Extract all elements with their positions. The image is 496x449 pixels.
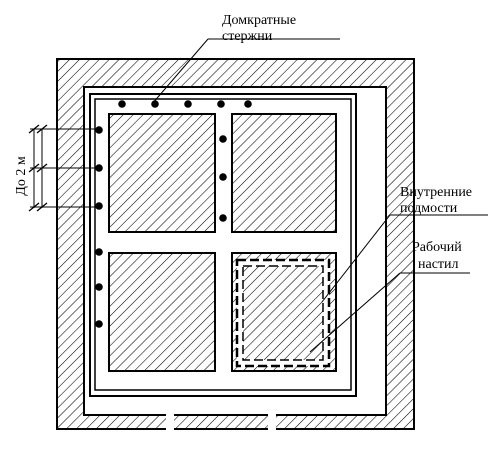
internal-scaffold-label-line2: подмости [400, 201, 458, 216]
jack-rod [118, 100, 126, 108]
cell-top-right [231, 113, 337, 233]
jack-rod [95, 248, 103, 256]
jack-rod [184, 100, 192, 108]
spacing-dimension: До 2 м [14, 124, 98, 212]
internal-scaffold-callout: Внутренние подмости [321, 185, 488, 303]
jack-rod [95, 202, 103, 210]
work-deck-label-line1: Рабочий [412, 240, 462, 255]
jack-rod [244, 100, 252, 108]
work-deck-outline [235, 258, 331, 368]
jack-rod [95, 320, 103, 328]
jack-rod [95, 126, 103, 134]
jack-rods [95, 100, 252, 328]
jack-rod [219, 135, 227, 143]
cell-top-left [108, 113, 216, 233]
jack-rods-callout: Домкратные стержни [151, 13, 340, 105]
work-deck-callout: Рабочий настил [309, 240, 470, 353]
jack-rod [95, 164, 103, 172]
cell-bottom-left [108, 252, 216, 372]
internal-scaffold-label-line1: Внутренние [400, 185, 472, 200]
spacing-label: До 2 м [14, 156, 29, 196]
jack-rod [219, 173, 227, 181]
jack-rods-label-line2: стержни [222, 29, 273, 44]
jack-rods-label-line1: Домкратные [222, 13, 296, 28]
work-deck-label-line2: настил [418, 257, 459, 272]
jack-rod [219, 214, 227, 222]
inner-scaffold-contour [89, 93, 357, 397]
jack-rod [95, 283, 103, 291]
jack-rod [217, 100, 225, 108]
